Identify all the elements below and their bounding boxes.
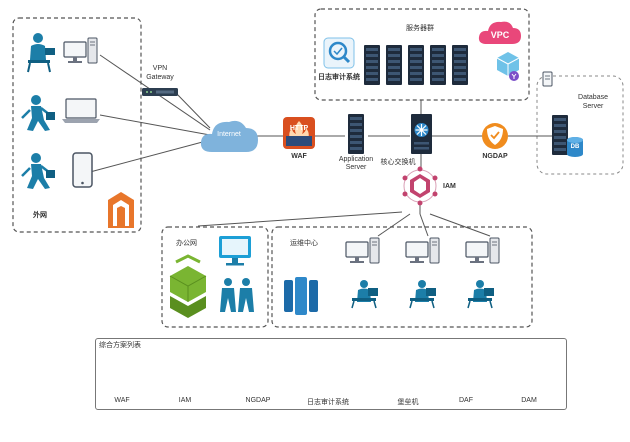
ops-workstation-2 bbox=[405, 237, 440, 264]
legend-item-bastion-host: 堡垒机 bbox=[397, 399, 419, 406]
waf-label: WAF bbox=[291, 153, 307, 160]
database-group bbox=[536, 75, 624, 175]
internet-label: Internet bbox=[217, 131, 241, 138]
vpn-gateway-icon bbox=[142, 88, 178, 96]
service-cluster-group bbox=[314, 8, 530, 101]
legend-item-iam: IAM bbox=[178, 397, 192, 404]
external-net-group bbox=[12, 17, 142, 233]
ngdap-shield-icon bbox=[482, 123, 508, 149]
cluster-server-4 bbox=[430, 45, 446, 85]
iam-label: IAM bbox=[443, 183, 456, 190]
application-server-label: Application Server bbox=[338, 156, 374, 171]
legend-item-daf: DAF bbox=[459, 397, 473, 404]
application-server-icon bbox=[348, 114, 364, 154]
cluster-server-5 bbox=[452, 45, 468, 85]
legend-bastion-device-text: 运维安全审计系统 bbox=[387, 371, 429, 377]
iam-hub-icon bbox=[402, 166, 438, 206]
legend-item-dam: DAM bbox=[521, 397, 537, 404]
core-switch-label: 核心交换机 bbox=[380, 159, 416, 166]
ops-operator-1 bbox=[351, 279, 379, 309]
remote-user-desktop bbox=[27, 33, 98, 73]
log-audit-label: 日志审计系统 bbox=[318, 74, 360, 81]
aws-brand-icon bbox=[108, 192, 134, 228]
mobile-user-laptop bbox=[21, 95, 100, 131]
core-switch-icon bbox=[411, 114, 432, 154]
waf-firewall-icon bbox=[283, 117, 315, 149]
ops-operator-3 bbox=[467, 279, 495, 309]
db-badge: DB bbox=[570, 144, 580, 150]
ops-center-group bbox=[271, 226, 533, 328]
database-server-icon bbox=[552, 115, 583, 157]
office-net-group bbox=[161, 226, 269, 328]
legend-panel bbox=[95, 338, 567, 410]
log-audit-system-icon bbox=[323, 37, 355, 69]
legend-item-log-audit: 日志审计系统 bbox=[307, 399, 349, 406]
mobile-user-phone bbox=[21, 152, 93, 189]
legend-item-ngdap: NGDAP bbox=[245, 397, 271, 404]
service-cluster-label: 服务器群 bbox=[406, 25, 434, 32]
ops-workstation-3 bbox=[465, 237, 500, 264]
cluster-server-1 bbox=[364, 45, 380, 85]
internet-cloud-icon bbox=[200, 120, 258, 152]
ngdap-label: NGDAP bbox=[482, 153, 508, 160]
ops-database-cluster-icon bbox=[284, 277, 318, 315]
ops-workstation-1 bbox=[345, 237, 380, 264]
vpc-cloud-icon bbox=[478, 21, 521, 44]
database-server-label: Database Server bbox=[578, 94, 608, 110]
legend-item-waf: WAF bbox=[114, 397, 130, 404]
vpc-label: VPC bbox=[490, 30, 510, 40]
office-net-label: 办公网 bbox=[176, 240, 197, 247]
external-net-label: 外网 bbox=[33, 212, 47, 219]
database-small-server-icon bbox=[542, 71, 553, 87]
vpn-gateway-label: VPN Gateway bbox=[146, 65, 174, 81]
cluster-server-3 bbox=[408, 45, 424, 85]
ops-center-label: 运维中心 bbox=[290, 240, 318, 247]
container-cube-icon bbox=[496, 52, 520, 81]
connection-lines bbox=[89, 54, 552, 237]
office-monitor-icon bbox=[219, 236, 251, 266]
cluster-server-2 bbox=[386, 45, 402, 85]
legend-title: 综合方案列表 bbox=[99, 342, 141, 349]
ops-operator-2 bbox=[409, 279, 437, 309]
waf-http-badge: HTTP bbox=[289, 125, 309, 132]
office-storage-stack-icon bbox=[169, 254, 207, 318]
office-staff-icon bbox=[220, 278, 254, 312]
